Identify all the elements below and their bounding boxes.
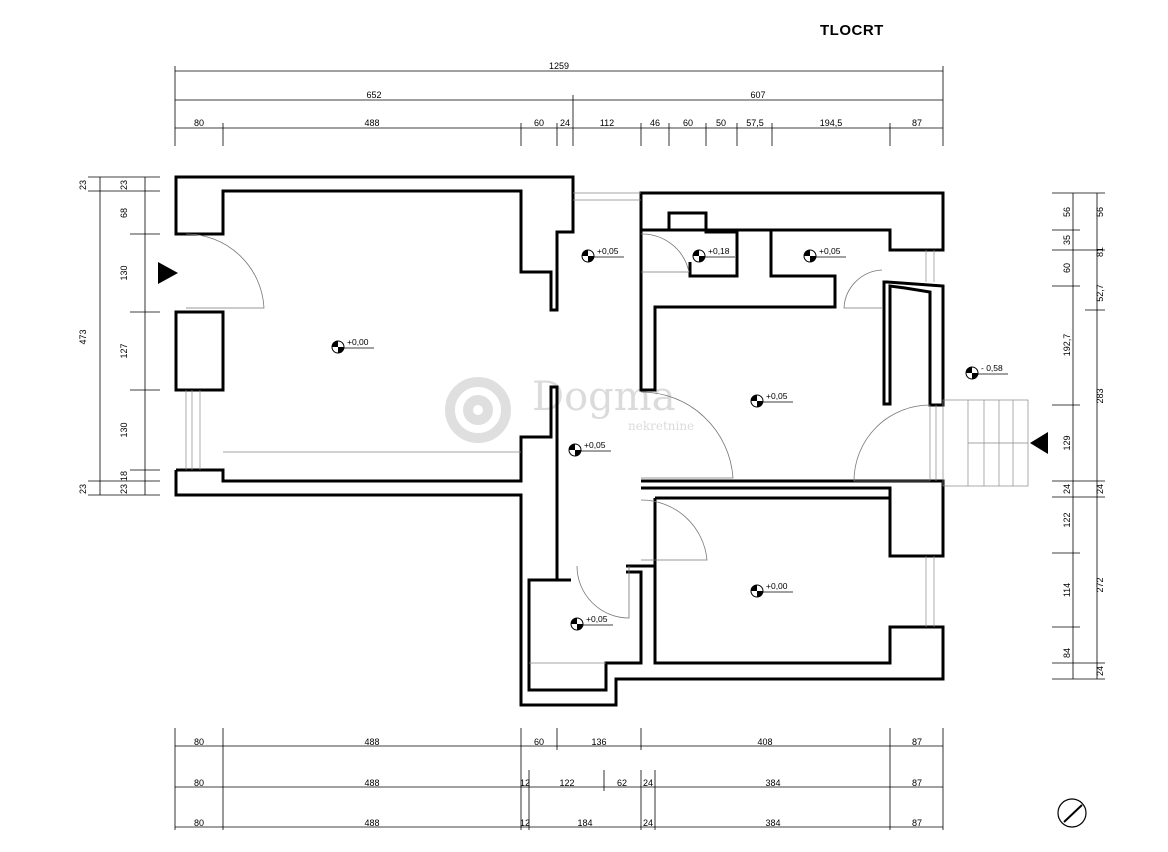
- level-value: +0,05: [584, 440, 606, 450]
- dim-top-total: 1259: [549, 61, 569, 71]
- level-value: +0,05: [766, 391, 788, 401]
- bottom-dimension-lines: [174, 728, 944, 830]
- dim-bottom-row2: 488: [364, 778, 379, 788]
- dim-right-inner: 35: [1062, 235, 1072, 245]
- dim-left-inner: 130: [119, 422, 129, 437]
- dim-bottom-row3: 184: [577, 818, 592, 828]
- dim-top-part: 194,5: [820, 118, 843, 128]
- dim-top-part: 24: [560, 118, 570, 128]
- left-dimension-lines: [88, 176, 160, 496]
- dim-bottom-row1: 408: [757, 737, 772, 747]
- right-dimension-lines: [1052, 192, 1105, 680]
- dim-right-outer: 283: [1095, 388, 1105, 403]
- dim-bottom-row3: 80: [194, 818, 204, 828]
- level-value: +0,05: [586, 614, 608, 624]
- dim-left-inner: 23: [119, 180, 129, 190]
- dim-top-part: 80: [194, 118, 204, 128]
- dim-right-outer: 81: [1095, 247, 1105, 257]
- level-marker: +0,05: [568, 440, 611, 457]
- top-dimension-lines: [174, 66, 944, 146]
- dim-bottom-row2: 80: [194, 778, 204, 788]
- level-marker: - 0,58: [965, 363, 1008, 380]
- dim-top-part: 50: [716, 118, 726, 128]
- dim-left-inner: 68: [119, 208, 129, 218]
- dim-top-part: 60: [534, 118, 544, 128]
- watermark-subtitle: nekretnine: [628, 419, 694, 433]
- level-value: +0,05: [819, 246, 841, 256]
- dim-right-outer: 24: [1095, 484, 1105, 494]
- dim-right-inner: 129: [1062, 435, 1072, 450]
- dim-bottom-row2: 122: [559, 778, 574, 788]
- level-marker: +0,05: [581, 246, 624, 263]
- dim-bottom-row2: 87: [912, 778, 922, 788]
- dim-bottom-row2: 384: [765, 778, 780, 788]
- level-marker: +0,00: [750, 581, 793, 598]
- dim-top-part: 112: [600, 118, 614, 128]
- level-value: +0,18: [708, 246, 730, 256]
- dim-top-part: 57,5: [746, 118, 764, 128]
- plan-title: TLOCRT: [820, 22, 884, 39]
- dim-bottom-row1: 80: [194, 737, 204, 747]
- window-frames: [185, 192, 937, 664]
- dim-left-inner: 18: [119, 471, 129, 481]
- dim-right-inner: 56: [1062, 207, 1072, 217]
- walls: [174, 175, 945, 707]
- dim-left-inner: 127: [119, 343, 129, 358]
- dim-top-half: 652: [366, 90, 381, 100]
- dim-top-part: 87: [912, 118, 922, 128]
- north-arrow-icon: [1057, 798, 1087, 828]
- dim-top-part: 488: [364, 118, 379, 128]
- dim-left-outer: 23: [78, 180, 88, 190]
- dim-right-inner: 60: [1062, 263, 1072, 273]
- entrance-arrow-icon: [1030, 432, 1048, 454]
- level-marker: +0,05: [750, 391, 793, 408]
- dim-left-total: 473: [78, 329, 88, 344]
- dim-right-outer: 24: [1095, 666, 1105, 676]
- level-value: +0,05: [597, 246, 619, 256]
- dim-bottom-row2: 62: [617, 778, 627, 788]
- dim-bottom-row3: 24: [643, 818, 653, 828]
- watermark-logo: Dogma nekretnine: [445, 374, 694, 443]
- watermark-flower-icon: [445, 377, 511, 443]
- dim-bottom-row1: 136: [591, 737, 606, 747]
- level-value: +0,00: [766, 581, 788, 591]
- dim-bottom-row2: 12: [520, 778, 530, 788]
- level-markers: +0,00 +0,05 +0,18 +0,05 +0,05 +0,05 +0,00 +0,05…: [331, 246, 1008, 631]
- doors: [185, 233, 931, 619]
- level-marker: +0,00: [331, 337, 374, 354]
- dim-right-inner: 84: [1062, 648, 1072, 658]
- dim-left-inner: 23: [119, 484, 129, 494]
- dim-bottom-row3: 488: [364, 818, 379, 828]
- entrance-arrow-icon: [158, 262, 178, 284]
- level-value: - 0,58: [981, 363, 1003, 373]
- dim-right-outer: 52,7: [1095, 284, 1105, 302]
- dim-top-part: 46: [650, 118, 660, 128]
- dim-right-inner: 192,7: [1062, 334, 1072, 357]
- dim-top-part: 60: [683, 118, 693, 128]
- dim-bottom-row1: 60: [534, 737, 544, 747]
- level-marker: +0,18: [692, 246, 735, 263]
- dim-bottom-row1: 488: [364, 737, 379, 747]
- dim-right-inner: 114: [1062, 583, 1072, 597]
- dim-bottom-row3: 384: [765, 818, 780, 828]
- dim-top-half: 607: [750, 90, 765, 100]
- dim-bottom-row3: 87: [912, 818, 922, 828]
- dim-bottom-row2: 24: [643, 778, 653, 788]
- dim-left-outer: 23: [78, 484, 88, 494]
- dim-right-outer: 56: [1095, 207, 1105, 217]
- dim-bottom-row3: 12: [520, 818, 530, 828]
- level-marker: +0,05: [803, 246, 846, 263]
- level-value: +0,00: [347, 337, 369, 347]
- entrance-stairs: [942, 399, 1029, 487]
- dim-left-inner: 130: [119, 265, 129, 280]
- dim-bottom-row1: 87: [912, 737, 922, 747]
- dim-right-inner: 24: [1062, 484, 1072, 494]
- dim-right-inner: 122: [1062, 512, 1072, 527]
- level-marker: +0,05: [570, 614, 613, 631]
- dim-right-outer: 272: [1095, 577, 1105, 592]
